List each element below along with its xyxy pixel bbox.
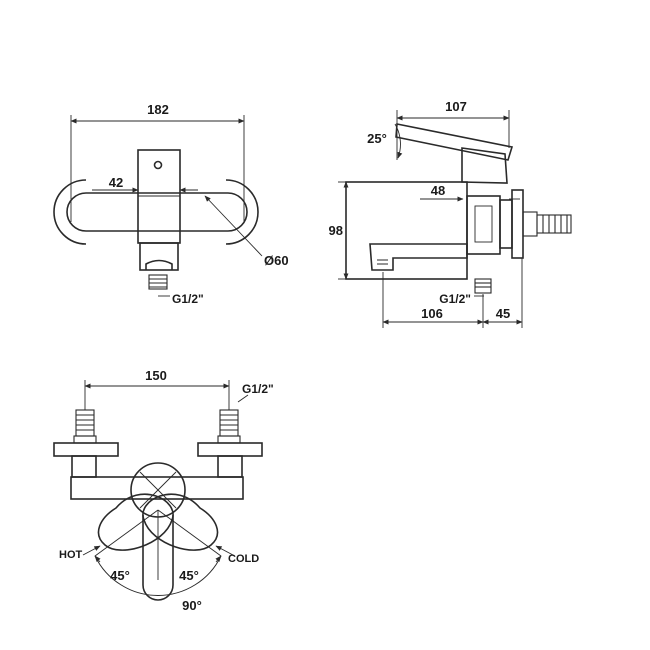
side-flange-neck [499,199,513,249]
side-wall-flange [511,189,524,259]
front-thread [148,274,168,290]
side-connector-inner [474,205,493,243]
top-lever-cold [142,493,219,551]
side-spout [369,243,468,271]
dim-front-inner: 42 [109,175,123,190]
top-pipe-body [70,476,244,500]
dim-side-thread: G1/2" [439,292,471,306]
dim-side-angle: 25° [367,131,387,146]
top-right-nut [217,435,241,444]
side-pipe-nut [522,211,538,237]
dim-top-centers: 150 [145,368,167,383]
front-left-ring [53,179,87,245]
top-view: 150 G1/2" HOT COLD 45° 45° 90° [53,368,274,613]
front-spout-block [139,242,179,271]
side-view: 107 25° 48 98 G1/2" 106 45 [329,99,572,328]
front-pipe-body [66,192,248,232]
dim-side-spout: 106 [421,306,443,321]
dim-front-width: 182 [147,102,169,117]
dim-front-diameter: Ø60 [264,253,289,268]
dim-angle-right: 45° [179,568,199,583]
front-right-ring [225,179,259,245]
top-left-thread [75,409,95,437]
top-right-flange [197,442,263,457]
label-cold: COLD [228,553,259,565]
dim-side-outlet: 45 [496,306,510,321]
front-view: 182 42 Ø60 G1/2" [53,102,289,306]
label-hot: HOT [59,549,83,561]
dim-angle-total: 90° [182,598,202,613]
top-right-thread [219,409,239,437]
top-cross-b [139,471,177,509]
top-lever-hot [97,493,174,551]
top-left-nut [73,435,97,444]
top-left-connector [71,455,97,478]
dim-front-thread: G1/2" [172,292,204,306]
side-connector [466,195,501,255]
side-cartridge [461,147,508,184]
front-handle-pin [153,160,163,170]
dim-angle-left: 45° [110,568,130,583]
front-spout-mouth [145,259,173,270]
side-lever [395,123,514,161]
dim-side-height: 98 [329,223,343,238]
top-lever-center [142,515,174,601]
dim-top-thread: G1/2" [242,382,274,396]
front-cartridge [137,149,181,244]
top-swing-arc [94,555,222,596]
side-body-outline [345,181,468,280]
side-spout-aerator [377,259,388,265]
dim-side-depth: 48 [431,183,445,198]
dim-side-top-width: 107 [445,99,467,114]
side-bottom-thread [474,278,492,294]
side-thread [536,214,572,234]
top-left-flange [53,442,119,457]
top-right-connector [217,455,243,478]
